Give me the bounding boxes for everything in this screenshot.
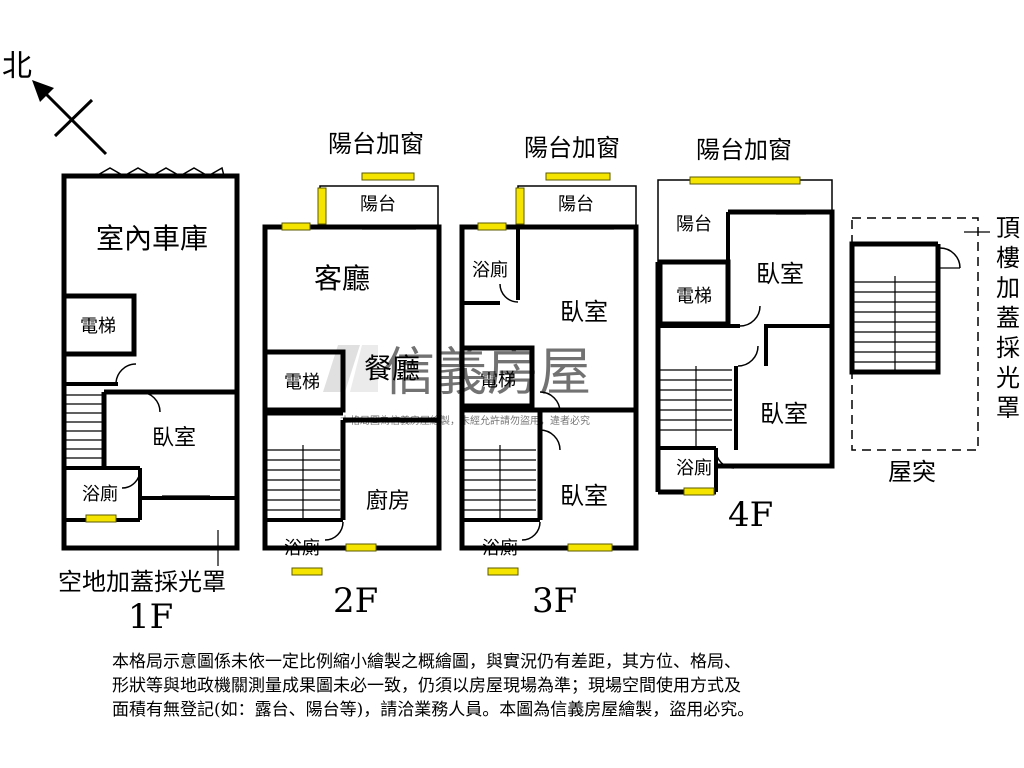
room-garage: 室內車庫 xyxy=(96,222,208,255)
floor-plan: 信義房屋 本格局圖為信義房屋繪製，未經允許請勿盜用，違者必究 北 xyxy=(2,49,1020,637)
room-living: 客廳 xyxy=(314,262,370,295)
svg-text:罩: 罩 xyxy=(996,394,1020,422)
stairs-icon xyxy=(854,276,936,370)
room-kitchen: 廚房 xyxy=(366,489,410,514)
room-balcony: 陽台 xyxy=(676,214,712,235)
window-icon xyxy=(85,514,117,523)
note-skylight: 空地加蓋採光罩 xyxy=(58,568,226,596)
floor-1f xyxy=(61,166,240,566)
room-bedroom: 臥室 xyxy=(560,298,608,326)
room-bath: 浴廁 xyxy=(82,483,118,505)
floor-4f xyxy=(655,179,835,495)
window-icon xyxy=(515,187,525,225)
room-bath: 浴廁 xyxy=(676,457,712,479)
floor-label-roof: 屋突 xyxy=(888,458,936,486)
note-roof-skylight: 頂 樓 加 蓋 採 光 罩 xyxy=(996,214,1020,422)
stairs-icon xyxy=(266,445,340,518)
stairs-icon xyxy=(463,445,536,518)
watermark: 信義房屋 本格局圖為信義房屋繪製，未經允許請勿盜用，違者必究 xyxy=(323,343,591,427)
door-icon xyxy=(739,305,761,327)
stairs-icon xyxy=(64,394,102,459)
compass: 北 xyxy=(2,49,108,156)
window-icon xyxy=(317,187,327,225)
svg-text:加: 加 xyxy=(996,274,1020,302)
room-bath: 浴廁 xyxy=(284,537,320,559)
stairs-icon xyxy=(660,366,732,446)
door-icon xyxy=(115,363,137,385)
floor-label-4f: 4F xyxy=(728,495,773,535)
room-elevator: 電梯 xyxy=(480,370,516,391)
disclaimer-line: 本格局示意圖係未依一定比例縮小繪製之概繪圖，與實況仍有差距，其方位、格局、 xyxy=(112,652,741,672)
room-bath: 浴廁 xyxy=(472,259,508,281)
room-bedroom: 臥室 xyxy=(760,400,808,428)
disclaimer-line: 形狀等與地政機關測量成果圖未必一致，仍須以房屋現場為準；現場空間使用方式及 xyxy=(112,676,741,696)
room-dining: 餐廳 xyxy=(364,352,420,385)
note-balcony-window-3f: 陽台加窗 xyxy=(524,134,620,162)
window-icon xyxy=(545,172,611,181)
svg-text:蓋: 蓋 xyxy=(996,304,1020,332)
north-label: 北 xyxy=(2,49,32,84)
door-icon xyxy=(324,521,344,541)
floor-label-1f: 1F xyxy=(128,597,173,637)
svg-text:樓: 樓 xyxy=(996,244,1020,272)
room-bath: 浴廁 xyxy=(482,537,518,559)
door-icon xyxy=(939,247,961,269)
disclaimer: 本格局示意圖係未依一定比例縮小繪製之概繪圖，與實況仍有差距，其方位、格局、 形狀… xyxy=(112,650,942,722)
note-balcony-window-2f: 陽台加窗 xyxy=(328,130,424,158)
room-balcony: 陽台 xyxy=(360,194,396,215)
room-balcony: 陽台 xyxy=(558,194,594,215)
room-elevator: 電梯 xyxy=(80,316,116,337)
window-icon xyxy=(361,172,415,181)
note-balcony-window-4f: 陽台加窗 xyxy=(696,136,792,164)
room-elevator: 電梯 xyxy=(284,372,320,393)
floor-label-3f: 3F xyxy=(532,581,577,621)
watermark-note: 本格局圖為信義房屋繪製，未經允許請勿盜用，違者必究 xyxy=(340,414,590,427)
watermark-brand: 信義房屋 xyxy=(383,343,591,403)
north-arrow-icon xyxy=(42,90,108,156)
disclaimer-line: 面積有無登記(如：露台、陽台等)，請洽業務人員。本圖為信義房屋繪製，盜用必究。 xyxy=(112,700,755,720)
svg-text:採: 採 xyxy=(996,334,1020,362)
svg-text:光: 光 xyxy=(996,364,1020,392)
room-bedroom: 臥室 xyxy=(756,260,804,288)
room-bedroom: 臥室 xyxy=(560,482,608,510)
door-icon xyxy=(499,283,519,303)
room-elevator: 電梯 xyxy=(676,286,712,307)
floor-roof xyxy=(849,217,990,451)
floor-3f xyxy=(459,185,639,551)
window-icon xyxy=(689,176,801,185)
room-bedroom: 臥室 xyxy=(152,426,196,451)
svg-text:頂: 頂 xyxy=(996,214,1020,242)
floor-label-2f: 2F xyxy=(333,581,378,621)
garage-door-icon xyxy=(95,166,225,177)
